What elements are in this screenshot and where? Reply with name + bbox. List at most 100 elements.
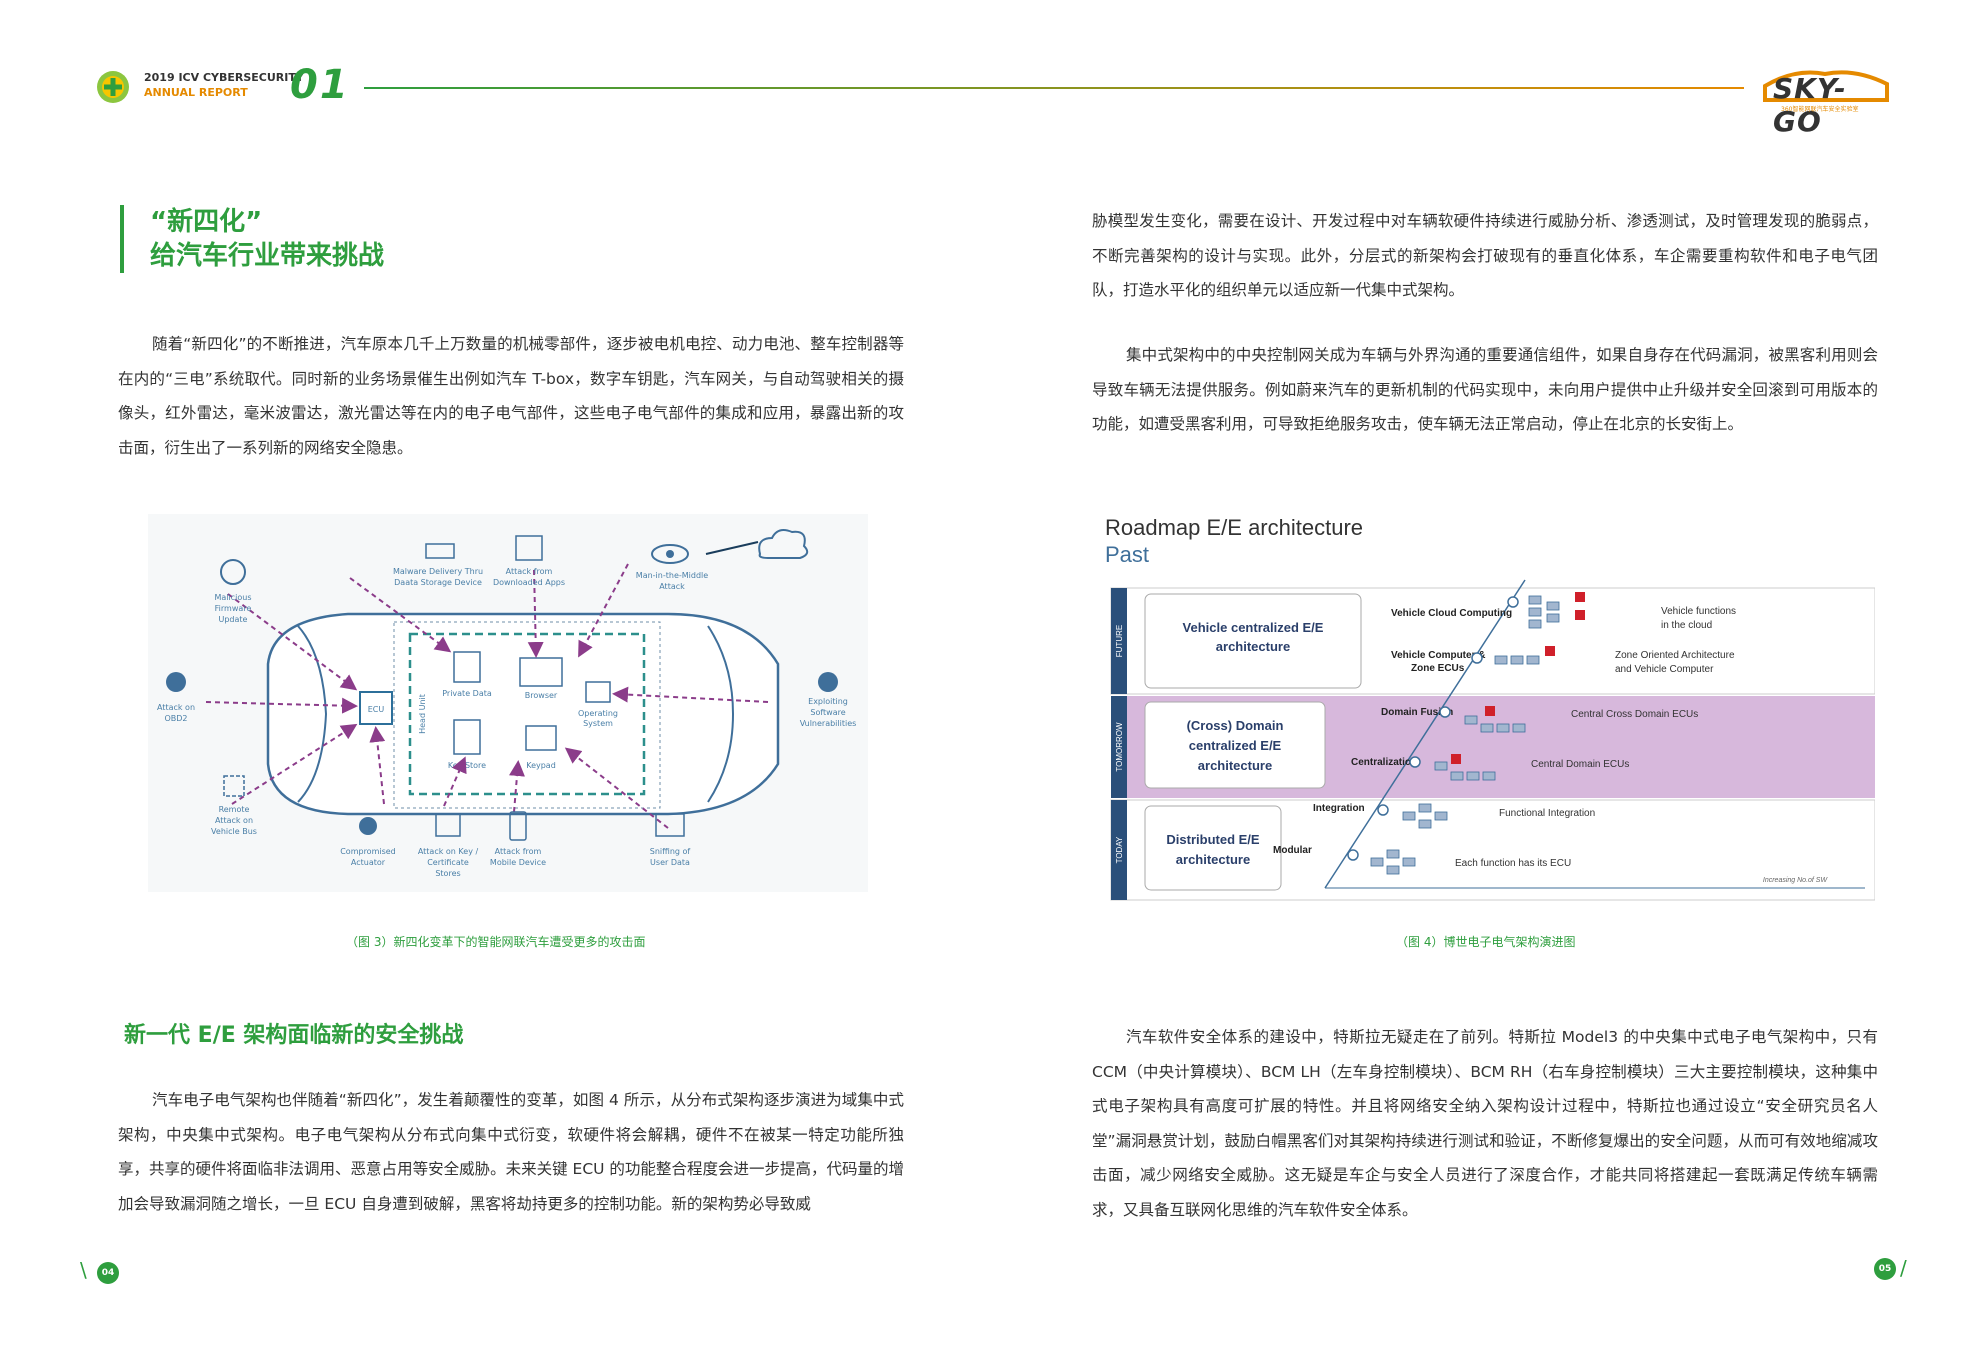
car-outline (266, 612, 780, 816)
os-label-1: Operating (578, 709, 618, 718)
figure-4-caption: （图 4）博世电子电气架构演进图 (1396, 935, 1576, 949)
firmware-label-1: Malicious (214, 593, 251, 602)
usb-icon (425, 543, 455, 559)
mobile-label-2: Mobile Device (490, 858, 546, 867)
obd-label-1: Attack on (157, 703, 195, 712)
remote-label-1: Remote (219, 805, 250, 814)
desc-zone-1: Zone Oriented Architecture (1615, 650, 1735, 661)
desc-central-domain: Central Domain ECUs (1531, 759, 1629, 770)
keypad-label: Keypad (526, 761, 556, 770)
apps-label-2: Downloaded Apps (493, 578, 565, 587)
axis-label: Increasing No.of SW (1763, 877, 1829, 884)
tomorrow-box-line1: (Cross) Domain (1187, 718, 1284, 733)
cloud-icon (758, 529, 809, 559)
sniff-label-2: User Data (650, 858, 690, 867)
actuator-skull-icon (359, 817, 377, 835)
browser-icon (519, 657, 563, 687)
step-integration: Integration (1313, 803, 1365, 814)
private-data-label: Private Data (442, 689, 492, 698)
head-unit-label: Head Unit (418, 694, 427, 734)
sniff-label-1: Sniffing of (650, 847, 691, 856)
desc-cloud-1: Vehicle functions (1661, 606, 1736, 617)
exploit-label-1: Exploiting (808, 697, 848, 706)
attack-surface-figure: ECU Head Unit Private Data Browser Opera… (148, 514, 868, 892)
desc-cloud-2: in the cloud (1661, 620, 1712, 631)
brand-logo: SKY-GO 360智能网联汽车安全实验室 (1755, 64, 1895, 138)
step-domain-fusion: Domain Fusion (1381, 707, 1453, 718)
warning-window-icon (515, 535, 543, 561)
mitm-label-1: Man-in-the-Middle (636, 571, 708, 580)
roadmap-diagonal (1324, 579, 1526, 889)
actuator-label-1: Compromised (340, 847, 396, 856)
header-divider (364, 87, 1744, 89)
keys-label-3: Stores (435, 869, 460, 878)
subsection-heading: 新一代 E/E 架构面临新的安全挑战 (124, 1023, 464, 1048)
exploit-skull-icon (818, 672, 838, 692)
keys-label-2: Certificate (427, 858, 469, 867)
page-slash-left: \ (80, 1258, 87, 1282)
report-title: 2019 ICV CYBERSECURITY ANNUAL REPORT (144, 70, 304, 100)
today-box-line2: architecture (1176, 852, 1250, 867)
attack-arrows (205, 563, 769, 829)
eye-icon (651, 544, 689, 564)
malware-label-1: Malware Delivery Thru (393, 567, 483, 576)
right-paragraph-3: 汽车软件安全体系的建设中，特斯拉无疑走在了前列。特斯拉 Model3 的中央集中… (1092, 1028, 1878, 1219)
firmware-label-2: Firmware (215, 604, 252, 613)
section-heading-line1: “新四化” (150, 207, 263, 237)
figure-3-caption: （图 3）新四化变革下的智能网联汽车遭受更多的攻击面 (346, 935, 646, 949)
step-vehicle-computer-1: Vehicle Computer & (1391, 650, 1485, 661)
section-heading-line2: 给汽车行业带来挑战 (150, 241, 385, 271)
today-box-line1: Distributed E/E (1166, 832, 1260, 847)
future-box-line1: Vehicle centralized E/E (1183, 620, 1324, 635)
os-label-2: System (583, 719, 613, 728)
os-icon (585, 681, 611, 703)
exploit-label-2: Software (810, 708, 845, 717)
remote-label-3: Vehicle Bus (211, 827, 257, 836)
keys-label-1: Attack on Key / (418, 847, 479, 856)
desc-functional: Functional Integration (1499, 808, 1595, 819)
apps-label-1: Attack from (506, 567, 553, 576)
exploit-label-3: Vulnerabilities (800, 719, 857, 728)
cloud-arrow (705, 541, 759, 555)
private-data-icon (453, 651, 481, 683)
keypad-icon (525, 725, 557, 751)
ee-architecture-roadmap-figure: Roadmap E/E architecture Past FUTURE TOM… (1105, 510, 1876, 906)
desc-zone-2: and Vehicle Computer (1615, 664, 1714, 675)
band-label-tomorrow: TOMORROW (1115, 722, 1124, 772)
mitm-label-2: Attack (659, 582, 685, 591)
desc-each-function: Each function has its ECU (1455, 858, 1571, 869)
key-store-icon (453, 719, 481, 755)
ecu-node-clusters (1370, 595, 1560, 875)
roadmap-title: Roadmap E/E architecture (1105, 515, 1363, 540)
page-number-left: 04 (97, 1262, 119, 1284)
remote-label-2: Attack on (215, 816, 253, 825)
step-centralization: Centralization (1351, 757, 1417, 768)
report-logo-icon (96, 70, 130, 104)
step-vehicle-computer-2: Zone ECUs (1411, 663, 1465, 674)
malware-label-2: Daata Storage Device (394, 578, 482, 587)
tomorrow-box-line2: centralized E/E (1189, 738, 1282, 753)
firmware-update-icon (220, 559, 246, 585)
browser-label: Browser (525, 691, 558, 700)
central-computer-nodes (1451, 592, 1585, 764)
right-paragraph-2: 集中式架构中的中央控制网关成为车辆与外界沟通的重要通信组件，如果自身存在代码漏洞… (1092, 346, 1878, 433)
report-title-line1: 2019 ICV CYBERSECURITY (144, 71, 304, 84)
mobile-label-1: Attack from (495, 847, 542, 856)
ecu-chip-icon (359, 691, 393, 725)
mobile-icon (509, 811, 527, 841)
key-store-label: Key Store (448, 761, 486, 770)
step-cloud: Vehicle Cloud Computing (1391, 608, 1512, 619)
page-number-right: 05 (1874, 1258, 1896, 1280)
remote-attack-icon (223, 775, 245, 797)
report-title-line2: ANNUAL REPORT (144, 86, 248, 99)
left-paragraph-2: 汽车电子电气架构也伴随着“新四化”，发生着颠覆性的变革，如图 4 所示，从分布式… (118, 1091, 904, 1213)
brand-subtitle: 360智能网联汽车安全实验室 (1781, 106, 1859, 113)
obd-label-2: OBD2 (164, 714, 187, 723)
step-modular: Modular (1273, 845, 1312, 856)
obd-skull-icon (166, 672, 186, 692)
left-paragraph-1: 随着“新四化”的不断推进，汽车原本几千上万数量的机械零部件，逐步被电机电控、动力… (118, 335, 904, 457)
right-paragraph-1: 胁模型发生变化，需要在设计、开发过程中对车辆软硬件持续进行威胁分析、渗透测试，及… (1092, 212, 1878, 299)
section-heading: “新四化” 给汽车行业带来挑战 (120, 205, 384, 273)
actuator-label-2: Actuator (351, 858, 386, 867)
head-unit-box (408, 632, 646, 796)
